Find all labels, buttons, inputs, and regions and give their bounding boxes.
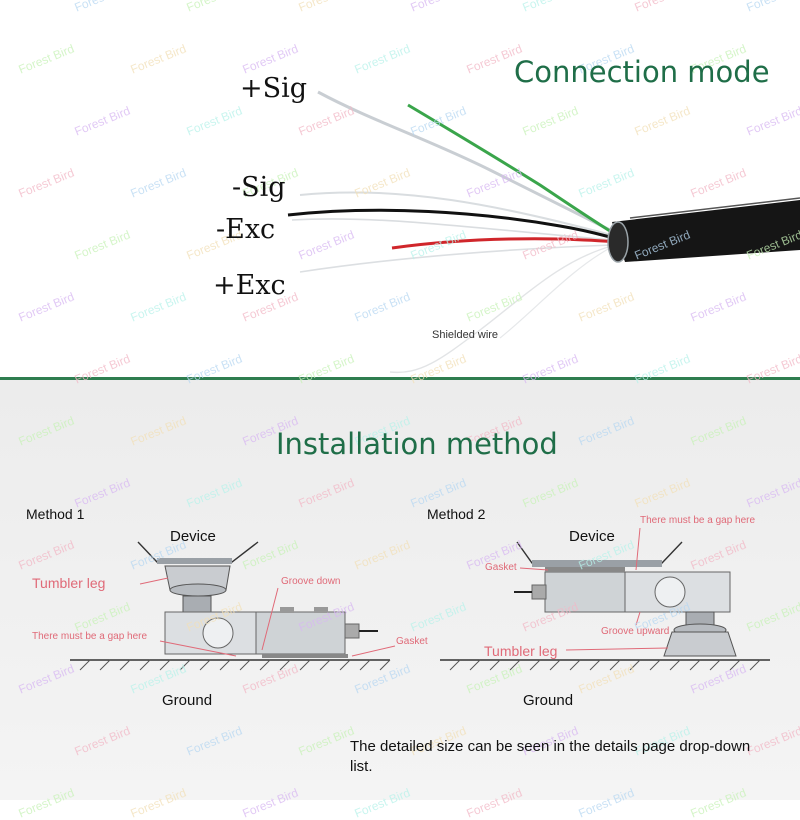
load-cell-end bbox=[544, 571, 626, 613]
mount-screw bbox=[280, 607, 294, 613]
cable-gland bbox=[344, 623, 360, 639]
cable-gland bbox=[531, 584, 547, 600]
device-plate bbox=[157, 558, 232, 564]
method2-heading: Method 2 bbox=[427, 506, 486, 522]
method1-tumbler-label: Tumbler leg bbox=[32, 575, 106, 591]
tumbler-leg bbox=[663, 631, 737, 657]
method1-ground-label: Ground bbox=[162, 692, 213, 709]
cable-end bbox=[607, 221, 629, 263]
gasket bbox=[262, 654, 348, 658]
device-outline bbox=[516, 541, 683, 564]
wire-drain-strand bbox=[291, 218, 613, 241]
shield-strand bbox=[389, 245, 613, 374]
leader-gasket bbox=[351, 645, 396, 657]
method1-device-label: Device bbox=[170, 528, 216, 545]
cable-jacket bbox=[612, 200, 800, 262]
wire-exc-minus bbox=[287, 208, 619, 241]
shielded-wire-label: Shielded wire bbox=[432, 329, 499, 341]
leader-tumbler bbox=[139, 577, 169, 585]
method2-gap-label: There must be a gap here bbox=[640, 515, 756, 526]
shield-strand bbox=[499, 247, 611, 339]
leader-groove bbox=[635, 611, 641, 626]
method1-heading: Method 1 bbox=[26, 506, 85, 522]
wire-sig-minus bbox=[407, 103, 619, 238]
connection-title: Connection mode bbox=[514, 55, 770, 89]
label-exc-minus: -Exc bbox=[216, 214, 276, 245]
method2-tumbler-label: Tumbler leg bbox=[484, 643, 558, 659]
load-cell-hole bbox=[202, 617, 234, 649]
method1-gasket-label: Gasket bbox=[396, 636, 428, 647]
installation-title: Installation method bbox=[276, 427, 558, 461]
device-plate bbox=[532, 560, 662, 567]
cable-wires bbox=[287, 90, 800, 374]
wire-drain-strand bbox=[299, 191, 616, 237]
tumbler-leg-base bbox=[169, 583, 227, 597]
mount-screw bbox=[314, 607, 328, 613]
load-cell-end bbox=[255, 611, 346, 655]
wire-exc-plus bbox=[391, 237, 619, 250]
method1-gap-label: There must be a gap here bbox=[32, 631, 148, 642]
diagram-drawing bbox=[70, 90, 800, 671]
method2-groove-label: Groove upward bbox=[601, 626, 670, 637]
method1-diagram bbox=[70, 541, 396, 671]
method2-ground-label: Ground bbox=[523, 692, 574, 709]
size-note: The detailed size can be seen in the det… bbox=[350, 738, 751, 775]
leader-gasket bbox=[519, 567, 549, 571]
cable-highlight bbox=[629, 197, 800, 219]
method2-device-label: Device bbox=[569, 528, 615, 545]
wire-drain-strand bbox=[299, 244, 613, 273]
connection-panel bbox=[0, 0, 800, 378]
leader-gap bbox=[159, 640, 237, 657]
section-divider bbox=[0, 377, 800, 380]
mount-bolt bbox=[182, 595, 212, 613]
method2-diagram bbox=[440, 527, 770, 671]
method1-groove-label: Groove down bbox=[281, 576, 341, 587]
label-sig-plus: +Sig bbox=[240, 73, 308, 104]
gasket bbox=[545, 567, 625, 572]
leader-tumbler bbox=[565, 647, 669, 651]
leader-gap bbox=[635, 527, 641, 571]
label-sig-minus: -Sig bbox=[232, 172, 286, 203]
load-cell-hole bbox=[654, 576, 686, 608]
method2-gasket-label: Gasket bbox=[485, 562, 517, 573]
label-exc-plus: +Exc bbox=[213, 270, 286, 301]
leader-groove bbox=[261, 587, 279, 651]
wire-sig-plus bbox=[317, 90, 619, 236]
